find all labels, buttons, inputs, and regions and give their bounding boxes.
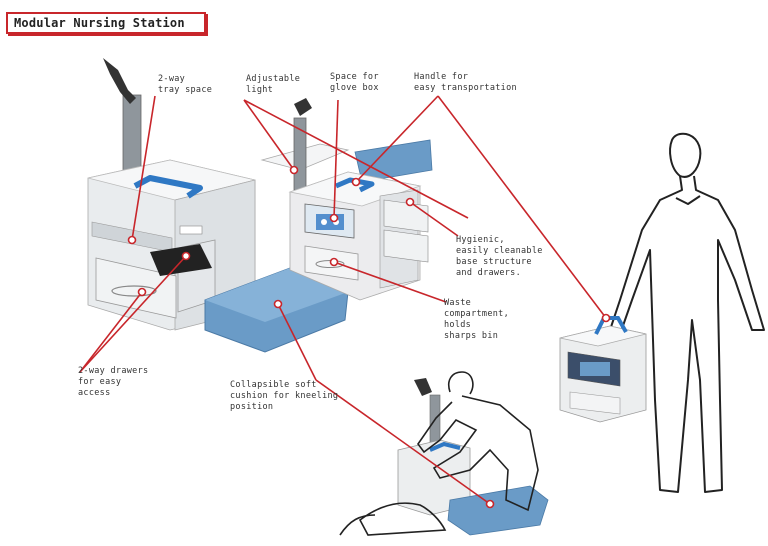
nurse-cushion — [447, 485, 549, 536]
page-title: Modular Nursing Station — [14, 16, 185, 30]
blue-back-panel — [354, 139, 433, 183]
open-drawer-shadow — [150, 244, 212, 276]
label-handle: Handle for easy transportation — [414, 72, 517, 93]
callout-line-cushion-1 — [277, 303, 317, 381]
callout-line-hygienic — [409, 201, 459, 237]
callout-line-drawers-1 — [79, 255, 187, 373]
callout-line-waste — [333, 261, 447, 303]
carried-case — [559, 316, 647, 423]
callout-line-light-1 — [243, 99, 295, 171]
callout-line-handle-1 — [355, 95, 439, 183]
callout-line-light-2 — [243, 99, 469, 219]
light-head-icon — [294, 98, 312, 116]
front-drawer — [95, 257, 177, 319]
label-adjustable-light: Adjustable light — [246, 74, 301, 95]
callout-line-handle-2 — [437, 95, 607, 319]
callout-line-cushion-2 — [315, 379, 491, 505]
nurse-head-icon — [447, 371, 474, 395]
label-drawers: 2-way drawers for easy access — [78, 366, 149, 398]
standing-man — [609, 132, 765, 493]
kneeling-scene — [339, 371, 549, 536]
label-cushion: Collapsible soft cushion for kneeling po… — [230, 380, 339, 412]
callout-line-tray — [131, 95, 156, 241]
callout-lines — [79, 95, 607, 505]
lamp-post — [122, 94, 142, 174]
case-handle — [594, 316, 628, 335]
large-unit — [87, 58, 256, 331]
lamp-head-icon — [103, 58, 136, 104]
label-waste: Waste compartment, holds sharps bin — [444, 298, 510, 341]
callout-line-drawers-2 — [79, 291, 143, 373]
label-glove-box: Space for glove box — [330, 72, 379, 93]
title-banner: Modular Nursing Station — [6, 12, 206, 34]
man-head-icon — [669, 132, 702, 178]
blue-handle — [133, 175, 203, 199]
label-hygienic: Hygienic, easily cleanable base structur… — [456, 235, 543, 278]
cushion-top — [205, 268, 348, 322]
label-tray-space: 2-way tray space — [158, 74, 213, 95]
callout-line-glove — [333, 99, 339, 219]
callout-dots — [127, 165, 611, 509]
